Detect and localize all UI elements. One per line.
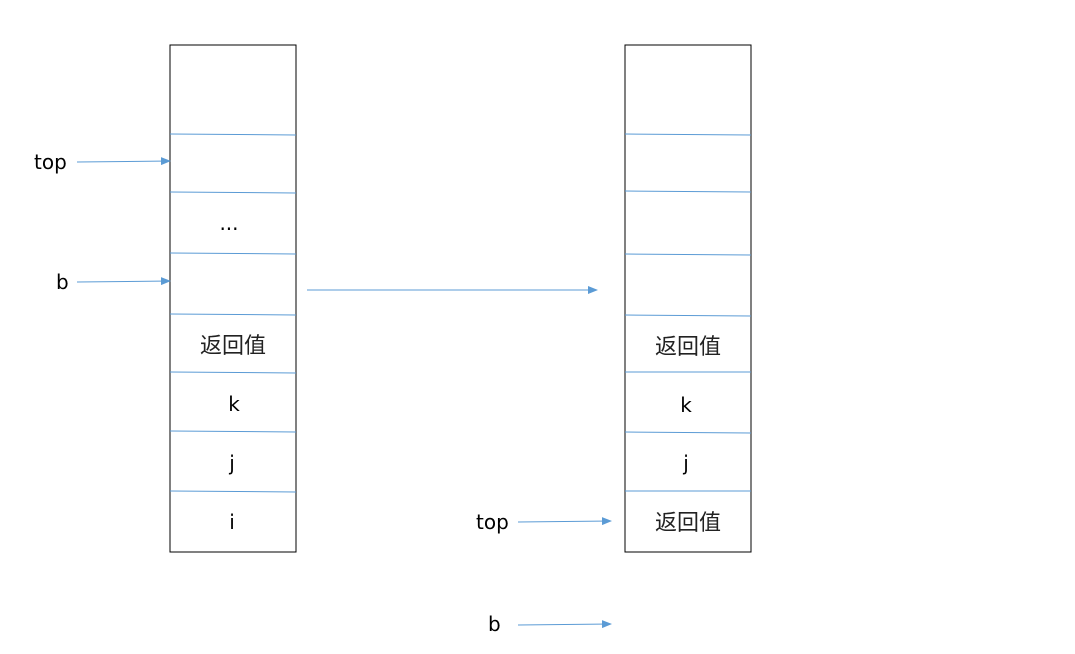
left-b-pointer-label: b [56,270,69,294]
right-stack-divider [624,314,752,317]
left-stack: ... 返回值 k j i [169,44,297,553]
left-stack-divider [169,191,297,194]
left-stack-frame [169,44,297,553]
left-stack-divider [169,430,297,433]
left-b-pointer-arrow [76,277,171,286]
right-cell-k: k [680,393,692,417]
right-top-pointer-arrow [517,517,612,526]
left-stack-divider [169,252,297,255]
left-top-pointer-arrow [76,157,171,166]
left-cell-i: i [229,510,235,534]
left-stack-divider [169,371,297,374]
left-top-pointer-label: top [34,150,67,174]
right-stack-divider [624,253,752,256]
right-b-pointer-arrow [517,620,612,629]
right-stack: 返回值 k j 返回值 [624,44,752,553]
left-cell-k: k [228,392,240,416]
right-cell-j: j [682,451,689,475]
right-stack-divider [624,133,752,136]
left-cell-j: j [228,451,235,475]
right-stack-frame [624,44,752,553]
left-cell-ellipsis: ... [219,211,238,235]
right-top-pointer-label: top [476,510,509,534]
left-stack-divider [169,133,297,136]
left-stack-divider [169,313,297,316]
right-stack-divider [624,431,752,434]
right-cell-return-value: 返回值 [655,335,721,360]
left-cell-return-value: 返回值 [200,334,266,359]
left-stack-divider [169,490,297,493]
right-cell-bottom-return-value: 返回值 [655,511,721,536]
right-stack-divider [624,190,752,193]
right-b-pointer-label: b [488,612,501,636]
